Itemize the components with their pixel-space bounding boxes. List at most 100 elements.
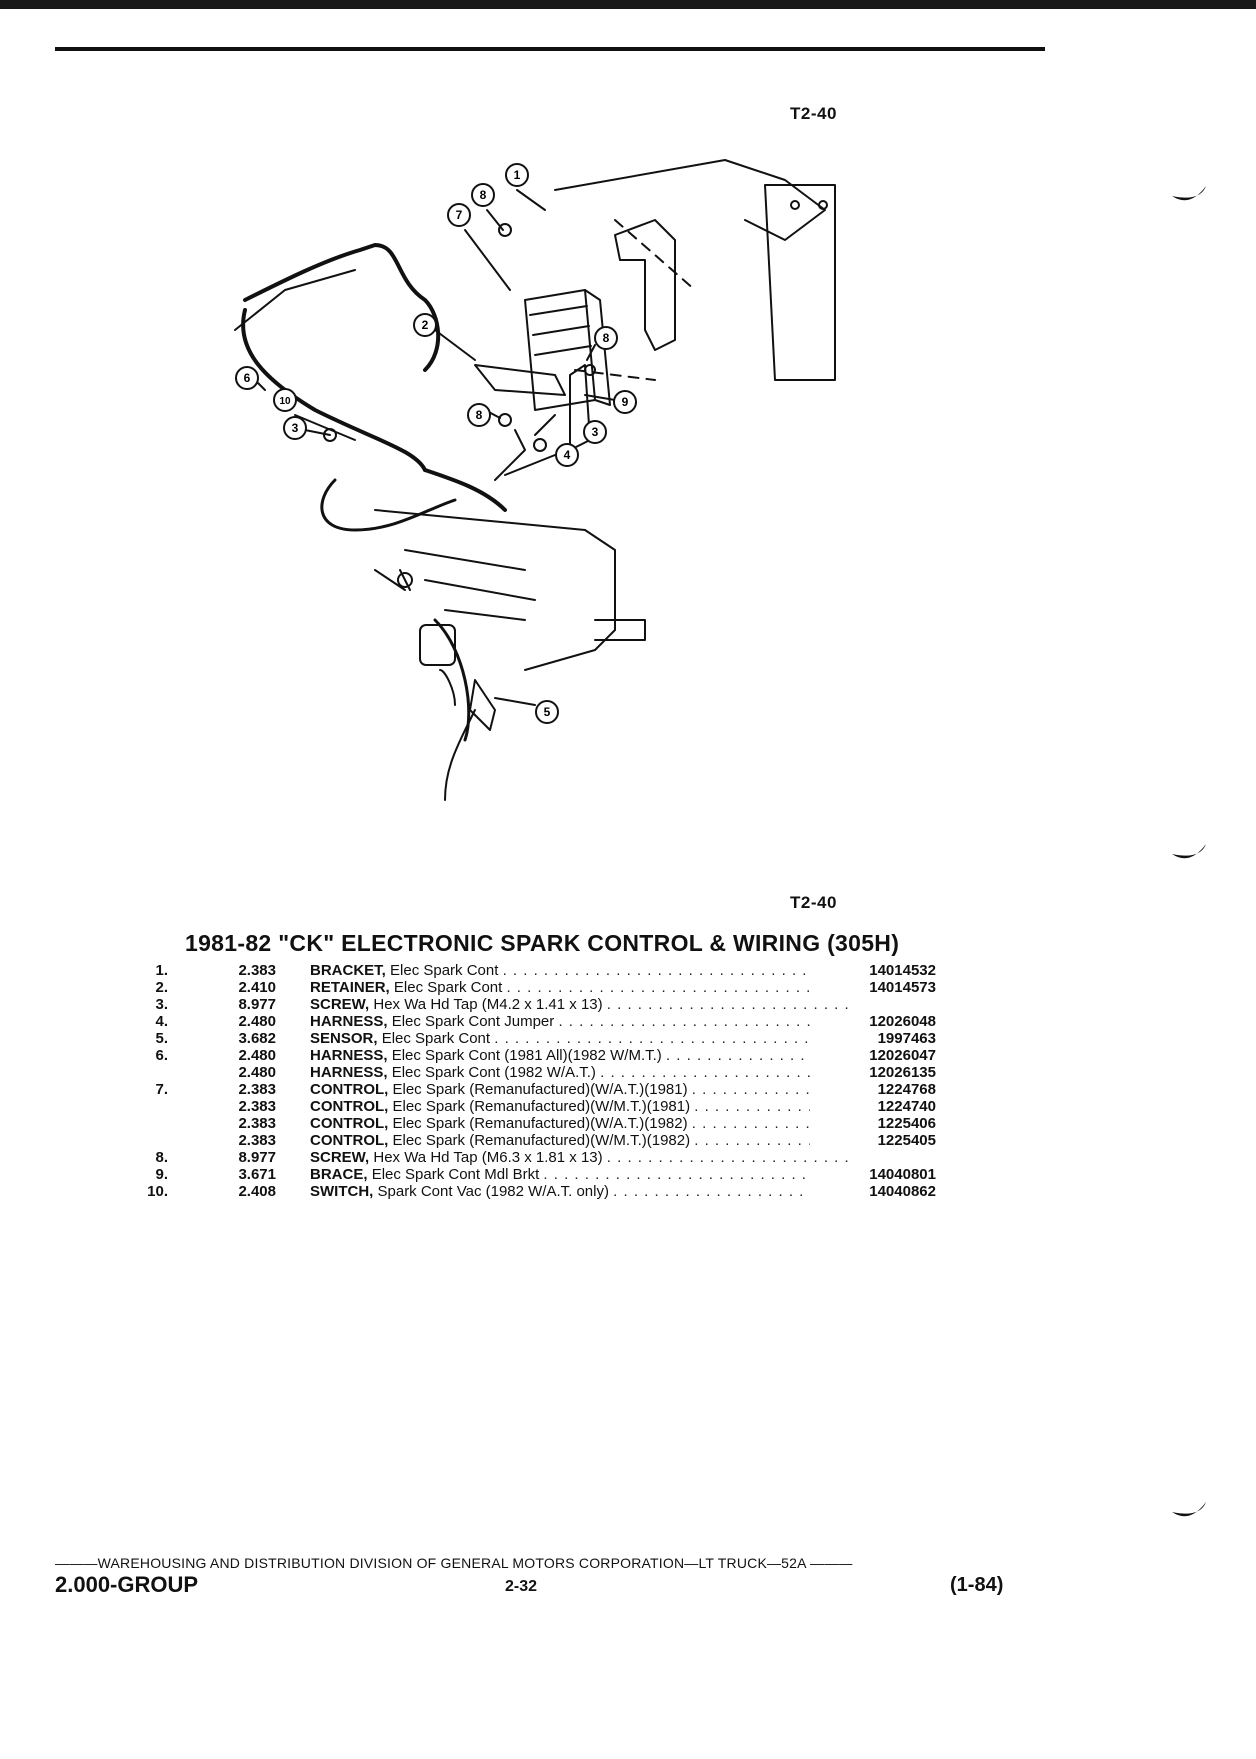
part-number: 14014532 — [810, 962, 936, 979]
svg-text:10: 10 — [279, 396, 291, 407]
callout-2: 2 — [413, 313, 437, 337]
svg-text:5: 5 — [544, 705, 551, 719]
part-row: 2.383 CONTROL, Elec Spark (Remanufactured… — [110, 1132, 936, 1149]
firewall-outline — [554, 159, 826, 241]
part-detail: Elec Spark (Remanufactured)(W/A.T.)(1981… — [392, 1081, 688, 1098]
footer-date: (1-84) — [950, 1574, 1004, 1596]
part-detail: Elec Spark Cont — [393, 979, 503, 996]
part-item-number: 2. — [155, 979, 168, 996]
part-group-number: 2.383 — [238, 1115, 276, 1132]
part-name: CONTROL, — [310, 1098, 389, 1115]
part-detail: Elec Spark Cont (1982 W/A.T.) — [391, 1064, 596, 1081]
part-item-number: 8. — [155, 1149, 168, 1166]
part-name: BRACKET, — [310, 962, 386, 979]
sensor-shape — [469, 679, 496, 731]
svg-text:3: 3 — [592, 425, 599, 439]
part-number: 12026047 — [810, 1047, 936, 1064]
svg-text:8: 8 — [476, 408, 483, 422]
cowl-line — [234, 269, 356, 331]
callout-10: 10 — [273, 388, 297, 412]
part-detail: Spark Cont Vac (1982 W/A.T. only) — [377, 1183, 609, 1200]
part-description: HARNESS, Elec Spark Cont (1981 All)(1982… — [310, 1047, 850, 1064]
callout-8: 8 — [594, 326, 618, 350]
part-group-number: 2.383 — [238, 962, 276, 979]
callout-8: 8 — [471, 183, 495, 207]
part-group-number: 2.480 — [238, 1064, 276, 1081]
part-name: HARNESS, — [310, 1064, 388, 1081]
part-name: CONTROL, — [310, 1132, 389, 1149]
part-row: 2.480 HARNESS, Elec Spark Cont (1982 W/A.… — [110, 1064, 936, 1081]
part-row: 2.383 CONTROL, Elec Spark (Remanufactured… — [110, 1115, 936, 1132]
part-description: SCREW, Hex Wa Hd Tap (M6.3 x 1.81 x 13) … — [310, 1149, 850, 1166]
callout-7: 7 — [447, 203, 471, 227]
part-description: BRACKET, Elec Spark Cont . . . . . . . .… — [310, 962, 850, 979]
part-number: 1225406 — [810, 1115, 936, 1132]
leader-dots: . . . . . . . . . . . . . . . . . . . . … — [665, 1047, 850, 1064]
part-item-number: 7. — [155, 1081, 168, 1098]
part-detail: Elec Spark Cont — [390, 962, 499, 979]
svg-text:6: 6 — [244, 371, 251, 385]
part-group-number: 2.408 — [238, 1183, 276, 1200]
part-number: 1225405 — [810, 1132, 936, 1149]
part-item-number: 5. — [155, 1030, 168, 1047]
part-description: BRACE, Elec Spark Cont Mdl Brkt . . . . … — [310, 1166, 850, 1183]
callout-3: 3 — [583, 420, 607, 444]
svg-text:2: 2 — [422, 318, 429, 332]
retainer-shape — [474, 364, 566, 396]
part-number: 14040862 — [810, 1183, 936, 1200]
leader-dots: . . . . . . . . . . . . . . . . . . . . … — [506, 979, 850, 996]
svg-text:9: 9 — [622, 395, 629, 409]
part-description: HARNESS, Elec Spark Cont Jumper . . . . … — [310, 1013, 850, 1030]
part-number: 1224740 — [810, 1098, 936, 1115]
part-description: SENSOR, Elec Spark Cont . . . . . . . . … — [310, 1030, 850, 1047]
part-description: CONTROL, Elec Spark (Remanufactured)(W/A… — [310, 1115, 850, 1132]
part-detail: Elec Spark (Remanufactured)(W/M.T.)(1982… — [392, 1132, 691, 1149]
exploded-parts-diagram: 1 8 7 2 6 10 3 8 8 9 3 4 5 — [234, 159, 836, 801]
part-number: 12026048 — [810, 1013, 936, 1030]
part-detail: Elec Spark Cont (1981 All)(1982 W/M.T.) — [391, 1047, 662, 1064]
part-group-number: 2.383 — [238, 1098, 276, 1115]
part-number: 1224768 — [810, 1081, 936, 1098]
figure-reference-top: T2-40 — [790, 104, 837, 123]
part-detail: Elec Spark Cont Jumper — [391, 1013, 555, 1030]
part-name: BRACE, — [310, 1166, 368, 1183]
binder-hole-mark — [1172, 1502, 1206, 1517]
part-group-number: 2.410 — [238, 979, 276, 996]
part-name: HARNESS, — [310, 1047, 388, 1064]
header-rule — [55, 47, 1045, 51]
scan-top-edge — [0, 0, 1256, 9]
leader-dots: . . . . . . . . . . . . . . . . . . . . … — [494, 1030, 850, 1047]
figure-reference-bottom: T2-40 — [790, 893, 837, 912]
part-number: 14040801 — [810, 1166, 936, 1183]
part-item-number: 10. — [147, 1183, 168, 1200]
callout-5: 5 — [535, 700, 559, 724]
part-description: SWITCH, Spark Cont Vac (1982 W/A.T. only… — [310, 1183, 850, 1200]
leader-dots: . . . . . . . . . . . . . . . . . . . . … — [543, 1166, 850, 1183]
engine-block-outline — [374, 509, 616, 671]
section-title: 1981-82 "CK" ELECTRONIC SPARK CONTROL & … — [185, 930, 900, 956]
part-detail: Elec Spark Cont Mdl Brkt — [371, 1166, 540, 1183]
wiring-harness — [241, 308, 427, 472]
callout-3: 3 — [283, 416, 307, 440]
part-description: RETAINER, Elec Spark Cont . . . . . . . … — [310, 979, 850, 996]
part-number: 14014573 — [810, 979, 936, 996]
part-detail: Elec Spark (Remanufactured)(W/A.T.)(1982… — [392, 1115, 688, 1132]
part-group-number: 2.383 — [238, 1132, 276, 1149]
binder-hole-mark — [1172, 186, 1206, 201]
part-detail: Elec Spark (Remanufactured)(W/M.T.)(1981… — [392, 1098, 691, 1115]
footer-page-number: 2-32 — [505, 1578, 538, 1595]
part-description: CONTROL, Elec Spark (Remanufactured)(W/M… — [310, 1132, 850, 1149]
svg-text:3: 3 — [292, 421, 299, 435]
svg-text:7: 7 — [456, 208, 463, 222]
part-group-number: 2.480 — [238, 1047, 276, 1064]
part-number: 1997463 — [810, 1030, 936, 1047]
part-number: 12026135 — [810, 1064, 936, 1081]
leader-dots: . . . . . . . . . . . . . . . . . . . . … — [613, 1183, 850, 1200]
bracket-shape — [614, 219, 676, 351]
